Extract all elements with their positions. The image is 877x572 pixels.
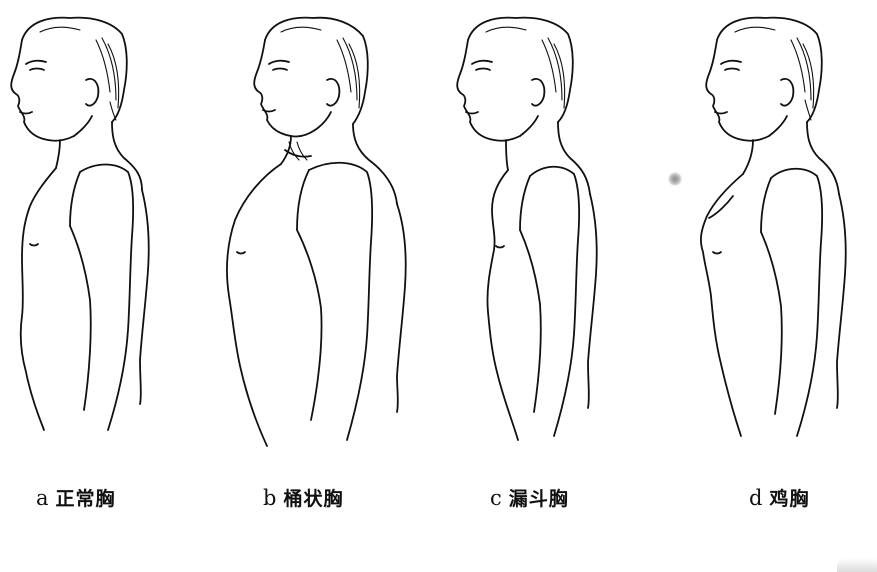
caption-name: 桶状胸 [283,488,344,510]
caption-name: 正常胸 [55,488,116,510]
caption-letter: d [749,486,764,510]
barrel-chest-illustration [226,16,407,447]
funnel-chest-illustration [456,16,598,441]
caption-letter: c [490,486,503,510]
ink-speck [668,172,682,186]
normal-chest-illustration [10,16,150,431]
caption-name: 漏斗胸 [508,488,569,510]
caption-letter: a [36,486,50,510]
caption-name: 鸡胸 [769,488,810,510]
pigeon-chest-illustration [700,16,847,437]
corner-artifact [837,558,877,572]
caption-letter: b [263,486,278,510]
